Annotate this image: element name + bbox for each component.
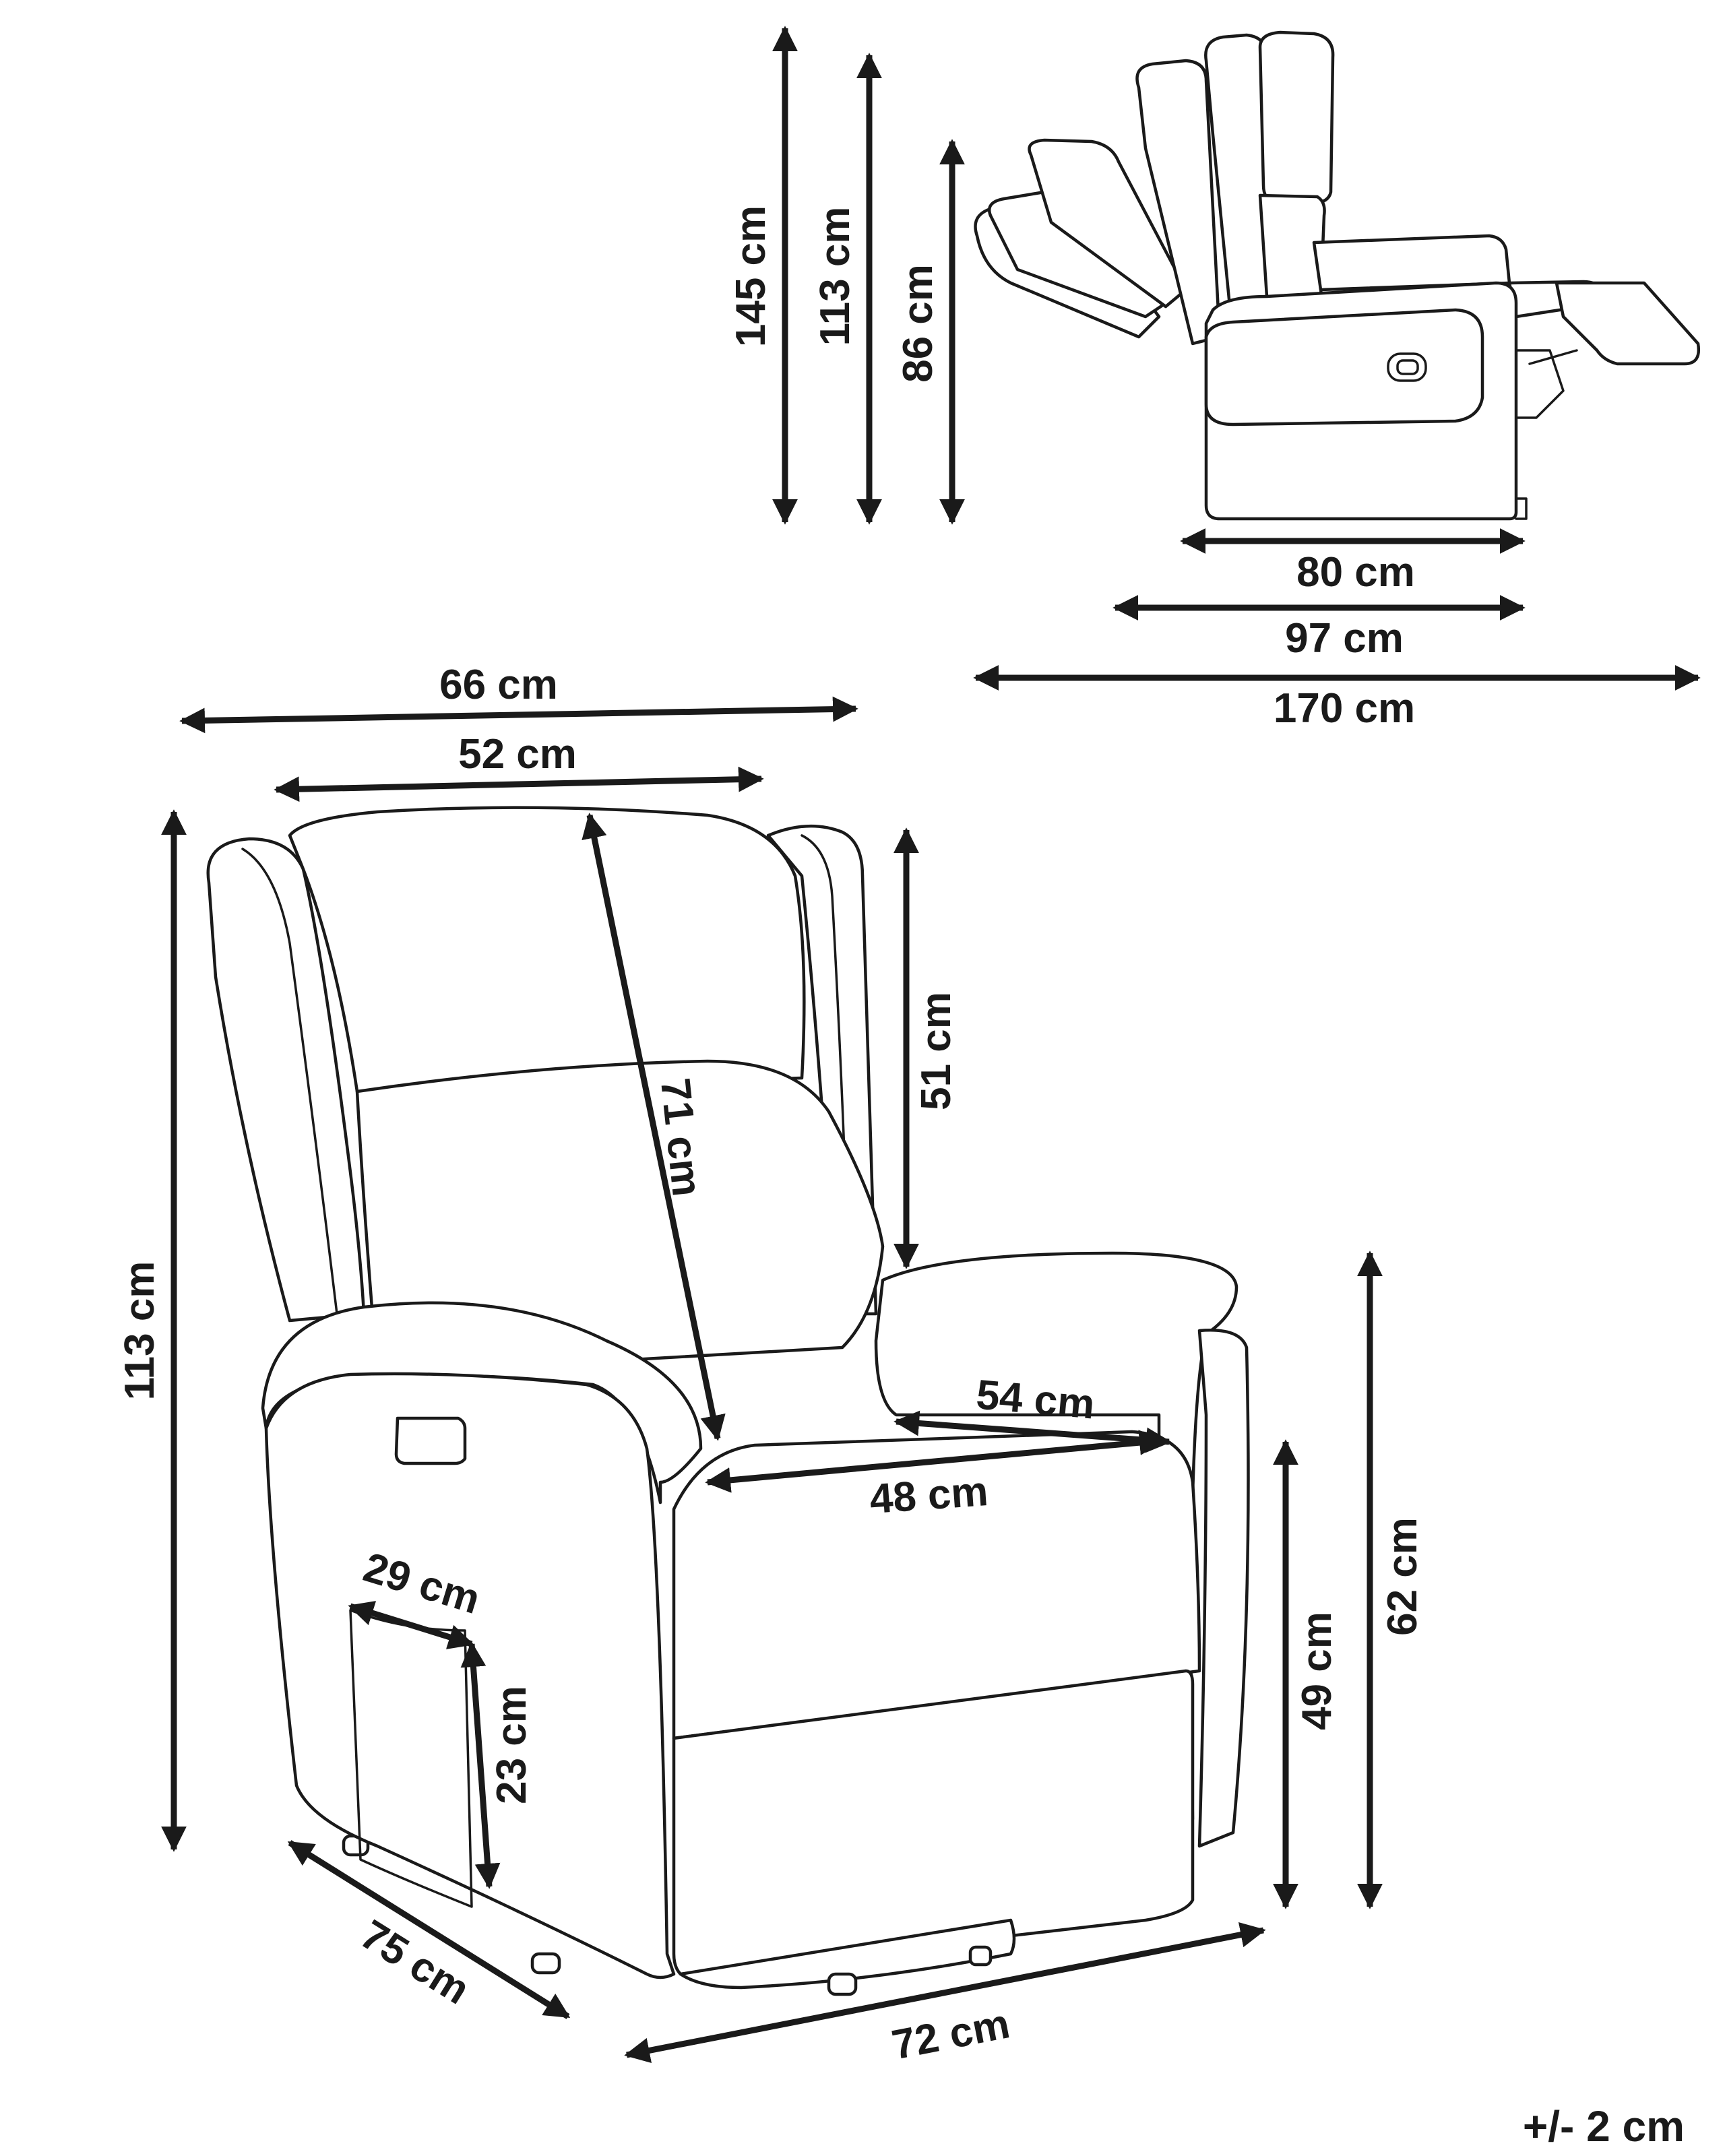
label-113-front: 113 cm: [117, 1261, 163, 1401]
dim-line-72: [624, 1922, 1266, 2064]
label-52: 52 cm: [458, 731, 577, 778]
dim-line-75: [287, 1840, 571, 2019]
tolerance-label: +/- 2 cm: [1523, 2102, 1685, 2151]
label-23: 23 cm: [489, 1686, 535, 1804]
label-66: 66 cm: [439, 662, 558, 708]
dimension-labels: 145 cm 113 cm 86 cm 80 cm 97 cm 170 cm 6…: [117, 205, 1685, 2151]
dim-line-66: [179, 696, 858, 734]
label-113-side: 113 cm: [812, 207, 858, 346]
label-86: 86 cm: [895, 264, 941, 383]
dim-line-29: [348, 1601, 474, 1649]
label-80: 80 cm: [1296, 549, 1415, 596]
label-75: 75 cm: [352, 1911, 478, 2014]
label-72: 72 cm: [888, 2000, 1013, 2068]
side-view-recliner: [974, 30, 1701, 521]
label-170: 170 cm: [1274, 685, 1415, 732]
label-145: 145 cm: [728, 205, 774, 347]
dim-line-52: [274, 766, 764, 802]
label-51: 51 cm: [913, 992, 960, 1110]
dim-line-71: [582, 813, 726, 1441]
label-49: 49 cm: [1294, 1612, 1340, 1730]
dimension-lines: [161, 26, 1701, 2064]
label-54: 54 cm: [974, 1372, 1096, 1428]
label-48: 48 cm: [868, 1468, 989, 1523]
label-97: 97 cm: [1285, 615, 1404, 662]
dim-line-54: [893, 1410, 1172, 1453]
label-62: 62 cm: [1379, 1517, 1426, 1636]
